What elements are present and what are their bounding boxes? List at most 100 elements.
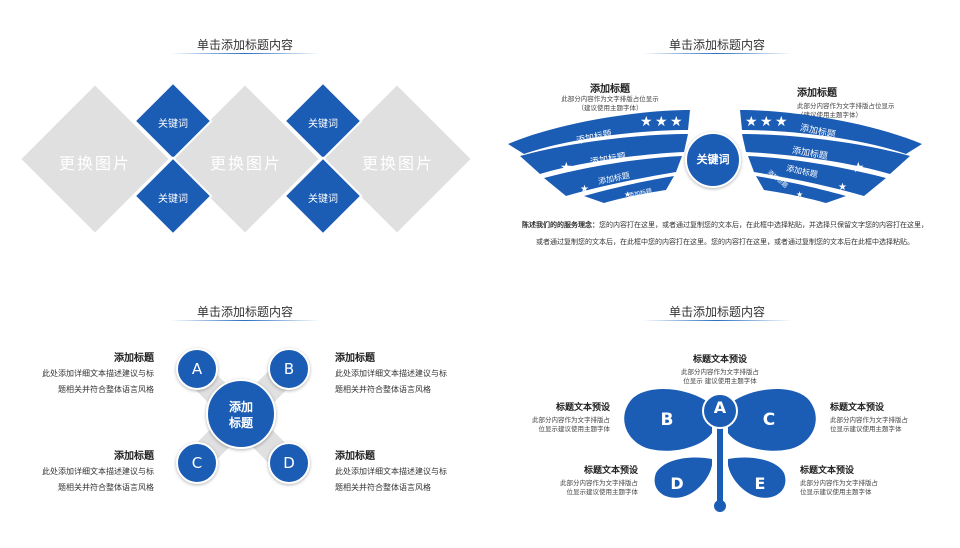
center-title-circle[interactable]: 添加 标题 — [206, 379, 276, 449]
placeholder-label-3: 更换图片 — [361, 154, 434, 173]
q4-block-c-line1: 此部分内容作为文字排版占 — [830, 416, 908, 424]
q3-block-c: 添加标题 此处添加详细文本描述建议与标 题相关并符合整体语言风格 — [30, 447, 154, 496]
q4-top-title: 标题文本预设 — [692, 355, 747, 365]
q3-block-b-line2: 题相关并符合整体语言风格 — [335, 385, 431, 394]
center-keyword-circle[interactable]: 关键词 — [685, 132, 741, 188]
butterfly-graphic — [624, 388, 816, 512]
star-icon: ★ — [775, 114, 788, 130]
circle-c-label: C — [191, 454, 203, 472]
center-keyword-label: 关键词 — [696, 153, 730, 166]
star-icon: ★ — [745, 114, 758, 130]
left-wing-feather-4 — [584, 176, 674, 203]
q3-block-a: 添加标题 此处添加详细文本描述建议与标 题相关并符合整体语言风格 — [30, 349, 154, 398]
letter-a: A — [713, 398, 727, 417]
q4-block-c-title: 标题文本预设 — [830, 403, 885, 413]
q4-title-underline — [642, 320, 792, 321]
star-icon: ★ — [655, 114, 668, 130]
q3-block-a-line2: 题相关并符合整体语言风格 — [58, 385, 154, 394]
star-icon: ★ — [670, 114, 683, 130]
q4-block-d-title: 标题文本预设 — [583, 466, 638, 476]
star-icon: ★ — [852, 160, 865, 176]
letter-c: C — [762, 410, 776, 430]
q4-block-e-line1: 此部分内容作为文字排版占 — [800, 479, 878, 487]
wing-right-text1: 此部分内容作为文字排版占位显示 — [797, 102, 895, 110]
wing-right-text2: （建议使用主题字体） — [797, 111, 862, 119]
right-wing-feather-2 — [742, 134, 910, 174]
q4-block-e: 标题文本预设 此部分内容作为文字排版占 位显示建议使用主题字体 — [800, 463, 900, 497]
q3-block-b: 添加标题 此处添加详细文本描述建议与标 题相关并符合整体语言风格 — [335, 349, 459, 398]
q3-block-a-line1: 此处添加详细文本描述建议与标 — [42, 369, 154, 378]
left-wing-feather-2 — [520, 134, 688, 174]
q4-title: 单击添加标题内容 — [668, 305, 765, 319]
q3-block-b-line1: 此处添加详细文本描述建议与标 — [335, 369, 447, 378]
q4-block-c-line2: 位显示建议使用主题字体 — [830, 425, 902, 433]
wing-b — [624, 388, 712, 451]
letter-b: B — [660, 410, 674, 430]
star-icon: ★ — [580, 184, 589, 195]
wing-right-title: 添加标题 — [797, 88, 837, 99]
q2-title: 单击添加标题内容 — [668, 38, 765, 52]
q4-block-d-line2: 位显示建议使用主题字体 — [566, 488, 639, 496]
left-wing-feather-3 — [544, 156, 682, 196]
q4-top-line2: 位显示 建议使用主题字体 — [683, 377, 757, 385]
circle-d[interactable]: D — [268, 442, 310, 484]
q4-block-e-title: 标题文本预设 — [800, 466, 855, 476]
q3-block-c-line2: 题相关并符合整体语言风格 — [58, 483, 154, 492]
q4-block-c: 标题文本预设 此部分内容作为文字排版占 位显示建议使用主题字体 — [830, 400, 930, 434]
keyword-label-3: 关键词 — [308, 119, 338, 130]
q3-block-a-title: 添加标题 — [114, 353, 154, 364]
star-icon: ★ — [760, 114, 773, 130]
q3-block-d-line1: 此处添加详细文本描述建议与标 — [335, 467, 447, 476]
q4-top-line1: 此部分内容作为文字排版占 — [681, 368, 759, 376]
q4-block-b-line2: 位显示建议使用主题字体 — [538, 425, 611, 433]
keyword-label-4: 关键词 — [308, 194, 338, 205]
right-wing-feather-4 — [756, 176, 846, 203]
q4-block-b-title: 标题文本预设 — [555, 403, 610, 413]
wing-left-caption: 添加标题 此部分内容作为文字排版占位显示 （建议使用主题字体） — [530, 80, 690, 113]
paragraph-line2: 或者通过复制您的文本后，在此框中您的内容打在这里。您的内容打在这里，或者通过复制… — [536, 238, 914, 246]
circle-b[interactable]: B — [268, 348, 310, 390]
wing-e — [728, 457, 786, 498]
wing-right-caption: 添加标题 此部分内容作为文字排版占位显示 （建议使用主题字体） — [797, 84, 927, 120]
q4-block-b: 标题文本预设 此部分内容作为文字排版占 位显示建议使用主题字体 — [510, 400, 610, 434]
q4-block-d-line1: 此部分内容作为文字排版占 — [560, 479, 638, 487]
q4-block-b-line1: 此部分内容作为文字排版占 — [532, 416, 610, 424]
star-icon: ★ — [640, 114, 653, 130]
q3-block-b-title: 添加标题 — [335, 353, 375, 364]
star-icon: ★ — [560, 160, 573, 176]
placeholder-label-2: 更换图片 — [209, 154, 282, 173]
wing-left-text1: 此部分内容作为文字排版占位显示 — [561, 95, 659, 103]
q4-block-e-line2: 位显示建议使用主题字体 — [800, 488, 872, 496]
center-title-line1: 添加 — [228, 400, 253, 414]
left-wing-feather-1 — [508, 110, 690, 154]
wing-left-text2: （建议使用主题字体） — [577, 104, 643, 112]
letter-e: E — [754, 474, 766, 493]
q1-title: 单击添加标题内容 — [196, 38, 293, 52]
circle-d-label: D — [283, 454, 295, 472]
butterfly-body — [717, 415, 723, 505]
q3-block-c-line1: 此处添加详细文本描述建议与标 — [42, 467, 154, 476]
butterfly-head — [702, 393, 738, 429]
q3-block-d: 添加标题 此处添加详细文本描述建议与标 题相关并符合整体语言风格 — [335, 447, 459, 496]
center-title-line2: 标题 — [228, 416, 253, 430]
wing-left-title: 添加标题 — [590, 84, 630, 95]
paragraph-line1: 您的内容打在这里，或者通过复制您的文本后，在此框中选择粘贴，并选择只保留文字您的… — [599, 221, 928, 229]
q2-title-underline — [642, 53, 792, 54]
wings-graphic: ★ ★ ★ ★ ★ ★ ★ ★ ★ ★ ★ ★ — [508, 110, 922, 203]
wing-d — [654, 457, 712, 498]
keyword-label-1: 关键词 — [158, 119, 188, 130]
q3-block-d-line2: 题相关并符合整体语言风格 — [335, 483, 431, 492]
circle-c[interactable]: C — [176, 442, 218, 484]
letter-d: D — [670, 474, 684, 493]
service-paragraph: 陈述我们的的服务理念：您的内容打在这里，或者通过复制您的文本后，在此框中选择粘贴… — [505, 217, 945, 251]
circle-a[interactable]: A — [176, 348, 218, 390]
q3-block-d-title: 添加标题 — [335, 451, 375, 462]
circle-a-label: A — [191, 360, 203, 378]
q3-block-c-title: 添加标题 — [114, 451, 154, 462]
wing-c — [728, 388, 816, 451]
star-icon: ★ — [624, 190, 631, 199]
circle-b-label: B — [283, 360, 295, 378]
paragraph-bold: 陈述我们的的服务理念： — [522, 221, 599, 229]
butterfly-tail — [714, 500, 726, 512]
q1-title-underline — [170, 53, 320, 54]
